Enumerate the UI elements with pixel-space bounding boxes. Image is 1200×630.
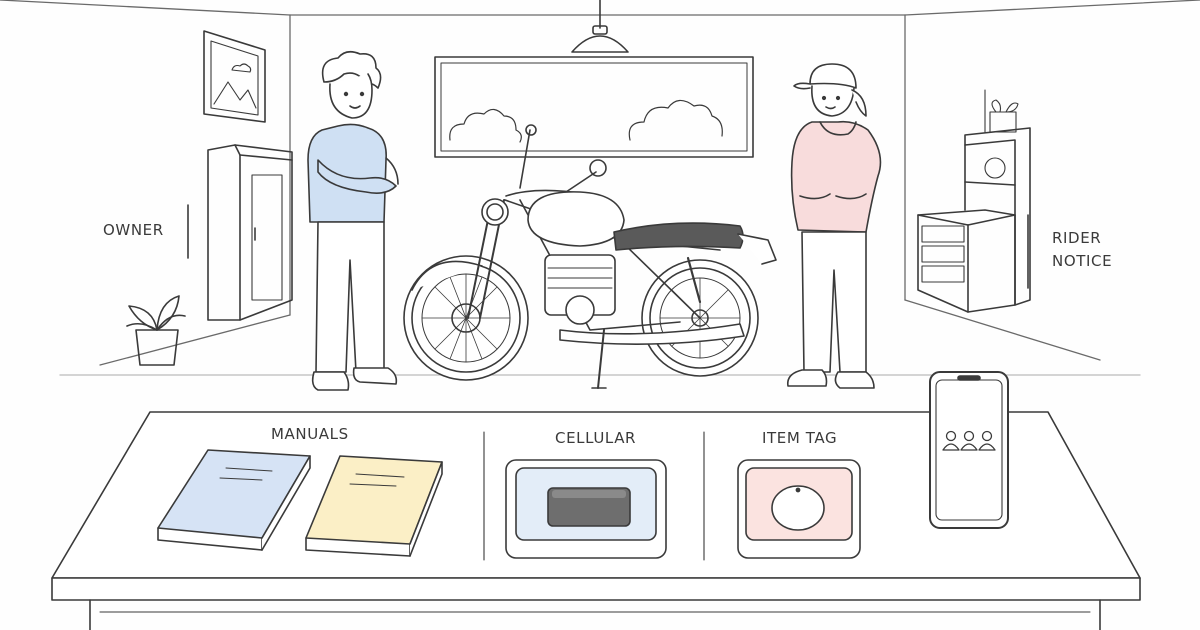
manual-book-blue-icon <box>157 449 311 551</box>
motorcycle <box>403 124 777 389</box>
cellular-tracker-icon <box>505 459 667 559</box>
rider-figure <box>786 63 882 389</box>
people-group-icon <box>942 430 996 451</box>
rider-notice-label: RIDER NOTICE <box>1052 227 1112 273</box>
potted-plant-icon <box>126 295 186 366</box>
item-tag-label: ITEM TAG <box>762 429 838 447</box>
owner-figure <box>307 50 399 391</box>
wall-picture-frame <box>203 30 266 123</box>
item-tag-icon <box>737 459 861 559</box>
rider-label-line1: RIDER <box>1052 229 1102 247</box>
shelf-unit <box>964 89 1031 306</box>
owner-label: OWNER <box>103 221 164 239</box>
drawer-cabinet <box>917 209 1016 313</box>
manuals-label: MANUALS <box>271 425 349 443</box>
locker-cabinet <box>207 144 293 321</box>
wall-window <box>434 56 754 158</box>
cellular-label: CELLULAR <box>555 429 637 447</box>
rider-label-line2: NOTICE <box>1052 252 1113 270</box>
manual-book-yellow-icon <box>305 455 443 557</box>
ceiling-lamp-icon <box>571 0 629 53</box>
